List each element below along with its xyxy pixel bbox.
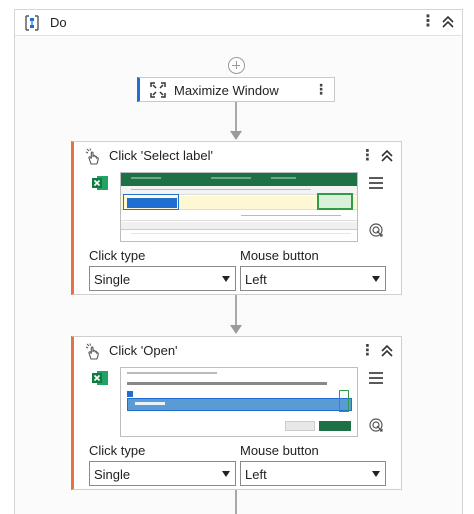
activity-title: Click 'Select label' [109, 148, 213, 163]
connector-line [235, 102, 237, 132]
more-options-icon[interactable]: ⋮ [314, 81, 328, 97]
connector-arrow [230, 325, 242, 334]
activity-label: Maximize Window [174, 83, 279, 98]
collapse-icon[interactable] [380, 343, 394, 359]
activity-title: Click 'Open' [109, 343, 178, 358]
more-options-icon[interactable]: ⋮ [360, 342, 375, 359]
mouse-button-value: Left [245, 272, 267, 287]
mouse-button-label: Mouse button [240, 443, 319, 458]
excel-app-icon [92, 371, 108, 385]
mouse-button-label: Mouse button [240, 248, 319, 263]
click-type-value: Single [94, 467, 131, 482]
maximize-window-icon [150, 82, 166, 98]
hamburger-menu-icon[interactable] [368, 176, 384, 190]
chevron-down-icon [222, 276, 230, 282]
click-type-select[interactable]: Single [89, 461, 236, 486]
activity-maximize-window[interactable]: Maximize Window ⋮ [137, 77, 335, 102]
hamburger-menu-icon[interactable] [368, 371, 384, 385]
chevron-down-icon [372, 276, 380, 282]
click-hand-icon [85, 343, 99, 360]
target-screenshot-preview [120, 367, 358, 437]
mouse-button-select[interactable]: Left [240, 461, 386, 486]
mouse-button-select[interactable]: Left [240, 266, 386, 291]
more-options-icon[interactable]: ⋮ [420, 13, 436, 30]
connector-line [235, 295, 237, 326]
activity-click-open[interactable]: Click 'Open' ⋮ Click type Single Mouse b… [71, 336, 402, 490]
connector-line [235, 490, 237, 514]
add-activity-icon[interactable] [228, 57, 245, 74]
target-screenshot-preview [120, 172, 358, 242]
click-type-label: Click type [89, 443, 146, 458]
click-type-select[interactable]: Single [89, 266, 236, 291]
activity-click-select-label[interactable]: Click 'Select label' ⋮ Click type Single [71, 141, 402, 295]
click-type-label: Click type [89, 248, 146, 263]
sequence-icon [25, 15, 39, 31]
more-options-icon[interactable]: ⋮ [360, 147, 375, 164]
click-hand-icon [85, 148, 99, 165]
sequence-title: Do [50, 15, 67, 30]
connector-arrow [230, 131, 242, 140]
indicate-target-icon[interactable] [368, 222, 384, 238]
sequence-header[interactable]: Do ⋮ [15, 10, 462, 36]
chevron-down-icon [222, 471, 230, 477]
click-type-value: Single [94, 272, 131, 287]
chevron-down-icon [372, 471, 380, 477]
collapse-icon[interactable] [441, 14, 455, 30]
indicate-target-icon[interactable] [368, 417, 384, 433]
excel-app-icon [92, 176, 108, 190]
collapse-icon[interactable] [380, 148, 394, 164]
mouse-button-value: Left [245, 467, 267, 482]
